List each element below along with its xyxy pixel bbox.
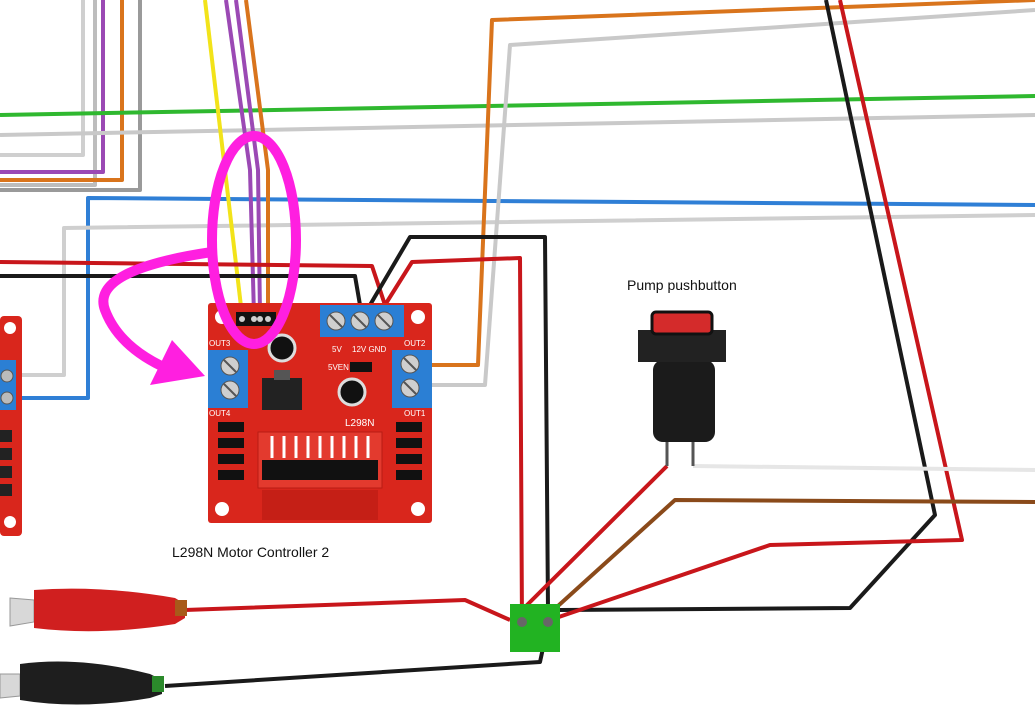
control-header xyxy=(236,312,276,326)
power-terminal xyxy=(320,305,404,337)
wire-brown xyxy=(546,498,1035,617)
board-out3-label: OUT3 xyxy=(209,339,231,348)
wire-red xyxy=(383,256,524,626)
wire-gray xyxy=(20,213,1035,377)
wire-gray xyxy=(0,113,1035,137)
wire-white xyxy=(692,464,1035,472)
board-out2-label: OUT2 xyxy=(404,339,426,348)
wire-red xyxy=(518,464,669,614)
wire-gray xyxy=(0,0,85,157)
diodes-right xyxy=(396,422,422,480)
wire-red xyxy=(549,0,964,622)
board-power-label: 12V GND xyxy=(352,345,386,354)
voltage-regulator xyxy=(262,378,302,410)
wire-orange xyxy=(432,0,1035,367)
wire-gray xyxy=(432,8,1035,387)
wire-red xyxy=(0,260,387,306)
board-out4-label: OUT4 xyxy=(209,409,231,418)
wire-black xyxy=(368,235,550,611)
5ven-jumper xyxy=(350,362,372,372)
wire-black xyxy=(0,274,362,306)
out1-out2-terminal xyxy=(392,350,432,408)
heatsink xyxy=(257,431,383,520)
highlight-annotation xyxy=(98,131,301,385)
highlight-ellipse xyxy=(207,131,301,349)
arrow-head-icon xyxy=(150,340,205,385)
black-alligator-clip xyxy=(0,661,164,705)
red-alligator-clip xyxy=(9,588,187,632)
wire-gray xyxy=(0,0,142,192)
pump-pushbutton xyxy=(638,310,726,466)
diodes-left xyxy=(218,422,244,480)
left-motor-controller-partial xyxy=(0,316,22,536)
l298n-board: OUT3 OUT4 OUT2 OUT1 5V 12V GND 5VEN L298… xyxy=(208,303,432,523)
wires xyxy=(0,0,1035,688)
board-out1-label: OUT1 xyxy=(404,409,426,418)
wire-red xyxy=(184,598,511,622)
board-chip-label: L298N xyxy=(345,418,374,429)
wire-black xyxy=(559,0,937,612)
controller-label: L298N Motor Controller 2 xyxy=(172,544,330,560)
wire-purple xyxy=(0,0,105,174)
wire-blue xyxy=(20,196,1035,400)
wire-green xyxy=(0,94,1035,117)
wire-black xyxy=(164,624,550,688)
wire-gray xyxy=(0,0,97,187)
wire-orange xyxy=(0,0,124,182)
junction-connector xyxy=(510,604,560,652)
board-5v-label: 5V xyxy=(332,345,342,354)
capacitor xyxy=(337,377,367,407)
capacitor xyxy=(267,333,297,363)
pushbutton-label: Pump pushbutton xyxy=(627,277,737,293)
out3-out4-terminal xyxy=(208,350,248,408)
highlight-arrow xyxy=(98,247,213,377)
board-5ven-label: 5VEN xyxy=(328,363,349,372)
